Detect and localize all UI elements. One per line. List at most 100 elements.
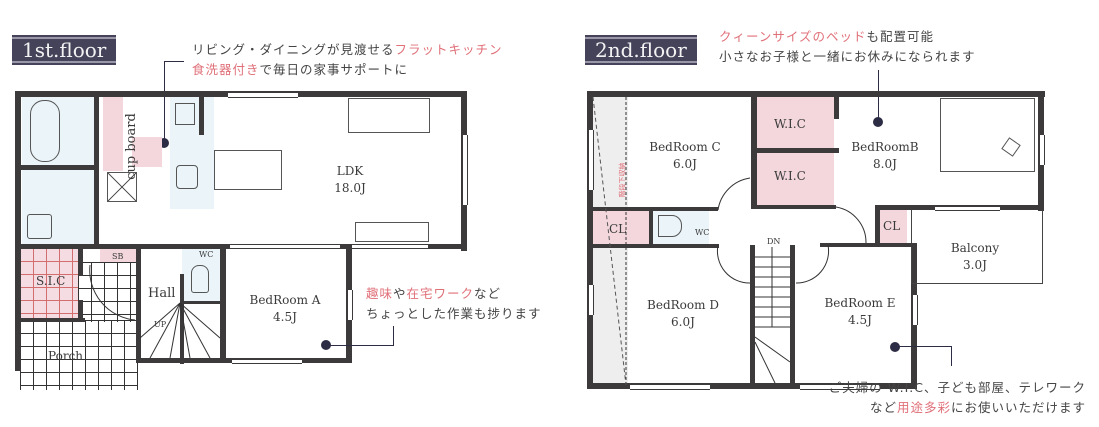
- window: [352, 244, 428, 249]
- window: [232, 359, 302, 364]
- label-cl-left: CL: [609, 222, 627, 236]
- window: [935, 206, 1000, 211]
- leader-dot: [890, 342, 900, 352]
- room-name: BedRoom A: [249, 293, 321, 307]
- cl-right-area: [877, 210, 907, 244]
- wall: [78, 248, 83, 276]
- note-text: など: [869, 400, 897, 415]
- label-sic: S.I.C: [36, 274, 66, 288]
- wall: [587, 383, 917, 389]
- stair-storage-outline: [592, 96, 627, 386]
- floor-label-2nd: 2nd.floor: [585, 35, 697, 65]
- bedroom-a-note-line1: 趣味や在宅ワークなど: [366, 284, 542, 304]
- room-name: BedRoom C: [649, 140, 721, 154]
- door-swing: [717, 177, 751, 211]
- kitchen-note-line2: 食洗器付きで毎日の家事サポートに: [192, 60, 503, 80]
- label-wc-2f: WC: [695, 228, 710, 237]
- note-text: も配置可能: [866, 29, 935, 44]
- room-name: LDK: [336, 164, 364, 178]
- bedroom-e-note-line2: など用途多彩にお使いいただけます: [798, 398, 1086, 418]
- note-highlight: 在宅ワーク: [406, 286, 475, 301]
- wall: [182, 301, 224, 304]
- wall: [220, 248, 226, 363]
- leader-line: [393, 326, 394, 346]
- label-porch: Porch: [48, 349, 83, 363]
- sic-area: [20, 248, 78, 320]
- room-size: 6.0J: [671, 315, 695, 329]
- washer: [27, 214, 52, 239]
- bedroom-a-note-line2: ちょっとした作業も捗ります: [366, 306, 542, 321]
- window: [462, 135, 468, 205]
- sofa: [348, 98, 430, 133]
- kitchen-note: リビング・ダイニングが見渡せるフラットキッチン 食洗器付きで毎日の家事サポートに: [192, 40, 503, 80]
- door-swing: [716, 244, 751, 284]
- door-swing: [795, 244, 830, 284]
- leader-line: [895, 346, 951, 347]
- sb-area: [100, 249, 136, 263]
- label-wic1: W.I.C: [774, 117, 806, 131]
- wall: [199, 97, 204, 135]
- window: [228, 92, 298, 98]
- cl-left-area: [593, 210, 649, 244]
- leader-dot: [873, 117, 883, 127]
- stove-icon: [175, 103, 195, 125]
- window: [630, 384, 710, 390]
- leader-dot: [159, 138, 169, 148]
- window: [588, 130, 594, 190]
- window: [588, 285, 594, 315]
- label-cl-right: CL: [883, 219, 901, 233]
- label-bedroom-e: BedRoom E 4.5J: [815, 295, 905, 329]
- note-highlight: フラットキッチン: [394, 42, 503, 57]
- bedroom-e-note-line1: ご夫婦の W.I.C、子ども部屋、テレワーク: [828, 380, 1086, 395]
- wall: [94, 91, 99, 249]
- entry-tiles: [78, 262, 138, 322]
- fridge-area: [132, 137, 162, 167]
- wall: [21, 165, 97, 170]
- note-text: にお使いいただけます: [950, 400, 1086, 415]
- wall: [15, 91, 21, 371]
- wall: [649, 207, 653, 247]
- label-balcony: Balcony 3.0J: [940, 240, 1010, 274]
- leader-line: [326, 345, 394, 346]
- wall: [834, 91, 839, 119]
- wall: [751, 205, 836, 209]
- wall: [751, 148, 839, 153]
- note-highlight: 趣味: [366, 286, 394, 301]
- wall: [180, 274, 184, 364]
- label-ldk: LDK 18.0J: [330, 163, 370, 197]
- wall: [750, 245, 755, 385]
- wall: [875, 205, 880, 247]
- kitchen-counter: [170, 97, 214, 209]
- note-highlight: 用途多彩: [896, 400, 951, 415]
- stairs-1f: [139, 302, 221, 359]
- window: [347, 290, 353, 320]
- wall: [136, 248, 141, 363]
- wall: [587, 91, 1045, 97]
- room-size: 3.0J: [963, 258, 987, 272]
- toilet-icon: [191, 265, 209, 293]
- door-swing: [89, 264, 136, 321]
- bedroom-e-note: ご夫婦の W.I.C、子ども部屋、テレワーク など用途多彩にお使いいただけます: [798, 378, 1086, 418]
- label-bedroom-a: BedRoom A 4.5J: [240, 292, 330, 326]
- wc-area-1f: [182, 249, 222, 303]
- label-stair-storage: 階段下収納: [618, 162, 627, 198]
- toilet-icon-2f: [658, 215, 682, 237]
- wall: [593, 207, 718, 211]
- porch-tiles: [20, 320, 138, 390]
- wic1-area: [756, 97, 834, 149]
- room-name: BedRoomB: [851, 140, 919, 154]
- room-name: BedRoom D: [647, 298, 719, 312]
- leader-line: [164, 61, 165, 141]
- queen-bed: [940, 98, 1035, 172]
- room-size: 4.5J: [848, 313, 872, 327]
- note-highlight: 食洗器付き: [192, 62, 260, 77]
- bedroom-b-note-line1: クィーンサイズのベッドも配置可能: [719, 27, 976, 47]
- wall: [136, 358, 226, 363]
- label-bedroom-c: BedRoom C 6.0J: [640, 139, 730, 173]
- label-bedroom-d: BedRoom D 6.0J: [638, 297, 728, 331]
- wall: [20, 318, 85, 322]
- room-name: Balcony: [950, 241, 1000, 255]
- leader-line: [951, 346, 952, 366]
- floor-label-1st: 1st.floor: [12, 35, 117, 65]
- cupboard-area: [103, 97, 123, 171]
